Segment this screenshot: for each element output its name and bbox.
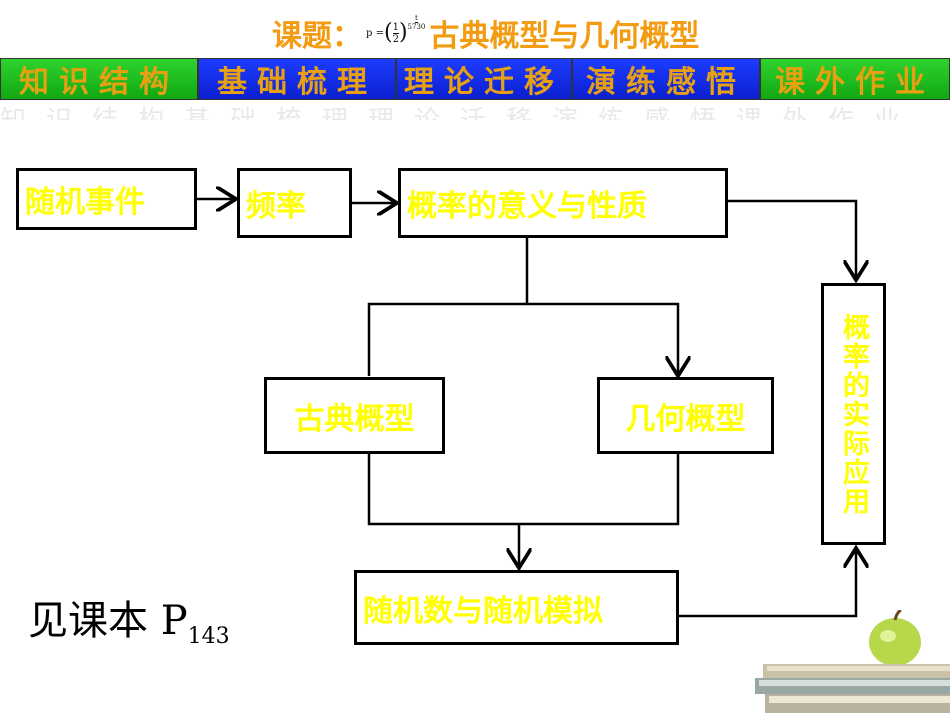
node-meaning-properties: 概率的意义与性质 bbox=[398, 168, 728, 238]
arrow-to-classical bbox=[367, 302, 678, 376]
node-classical-model: 古典概型 bbox=[264, 377, 445, 454]
page-title: 课题： p = ( 1 2 ) t 5730 古典概型与几何概型 bbox=[272, 10, 699, 56]
tab-practice-insight[interactable]: 演练感悟 bbox=[572, 58, 760, 100]
books-apple-illustration bbox=[755, 610, 950, 713]
formula-lhs: p = bbox=[366, 27, 384, 39]
title-prefix: 课题： bbox=[272, 19, 362, 54]
formula-exponent: t 5730 bbox=[407, 13, 426, 31]
merge-lines bbox=[367, 454, 680, 526]
node-practical-application: 概率的实际应用 bbox=[821, 283, 886, 545]
tab-theory-transfer[interactable]: 理论迁移 bbox=[396, 58, 572, 100]
title-main: 古典概型与几何概型 bbox=[429, 19, 700, 54]
node-random-simulation: 随机数与随机模拟 bbox=[354, 570, 679, 645]
textbook-reference: 见课本 P143 bbox=[28, 598, 230, 649]
arrow-simulation-to-application bbox=[678, 548, 856, 618]
node-random-event: 随机事件 bbox=[16, 168, 197, 230]
tab-basic-review[interactable]: 基础梳理 bbox=[198, 58, 396, 100]
node-geometric-model: 几何概型 bbox=[597, 377, 774, 454]
tab-homework[interactable]: 课外作业 bbox=[760, 58, 950, 100]
nav-bar: 知识结构 基础梳理 理论迁移 演练感悟 课外作业 bbox=[0, 58, 950, 100]
tab-knowledge-structure[interactable]: 知识结构 bbox=[0, 58, 198, 100]
formula-fraction: 1 2 bbox=[392, 21, 399, 45]
decay-formula: p = ( 1 2 ) t 5730 bbox=[366, 13, 426, 45]
arrow-meaning-to-application bbox=[727, 199, 856, 280]
node-frequency: 频率 bbox=[237, 168, 352, 238]
